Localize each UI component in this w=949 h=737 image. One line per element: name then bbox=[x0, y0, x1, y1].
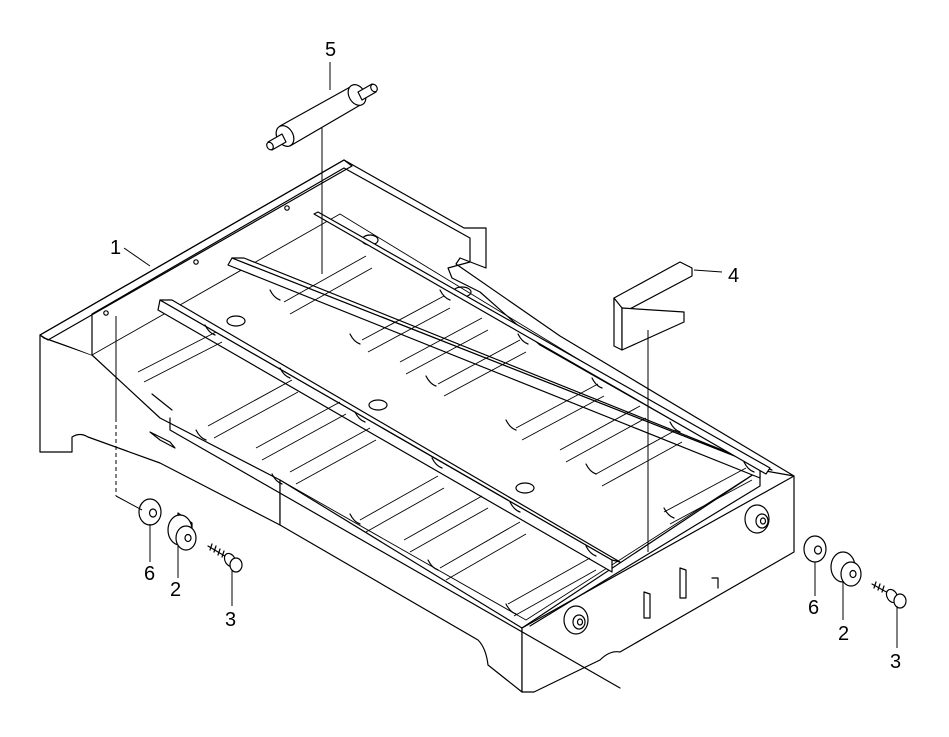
washer-left bbox=[138, 498, 162, 526]
screw-left bbox=[207, 543, 243, 573]
tray-right-wall bbox=[521, 475, 795, 693]
screw-right bbox=[871, 581, 907, 609]
roller bbox=[266, 83, 378, 151]
callout-washer-right: 6 bbox=[808, 597, 819, 619]
callout-screw-right: 3 bbox=[890, 651, 901, 673]
callout-bushing-right: 2 bbox=[838, 623, 849, 645]
tray-boss-right bbox=[744, 504, 770, 534]
tray-body bbox=[39, 159, 795, 693]
callout-roller: 5 bbox=[325, 39, 336, 61]
tray-slats bbox=[137, 255, 753, 617]
bushing-right bbox=[830, 551, 862, 587]
tray-rails bbox=[157, 211, 773, 689]
bushing-left bbox=[167, 512, 197, 551]
callout-screw-left: 3 bbox=[225, 609, 236, 631]
rail-tabs bbox=[195, 289, 755, 615]
callout-bushing-left: 2 bbox=[170, 579, 181, 601]
callout-tray: 1 bbox=[110, 237, 121, 259]
callout-guide: 4 bbox=[728, 265, 739, 287]
tray-front-wall bbox=[279, 479, 523, 693]
leader-lines bbox=[115, 62, 898, 648]
guide bbox=[613, 261, 693, 351]
tray-boss-left bbox=[563, 605, 589, 635]
tray-left-wall bbox=[39, 334, 281, 526]
washer-right bbox=[803, 535, 827, 563]
callout-washer-left: 6 bbox=[144, 563, 155, 585]
